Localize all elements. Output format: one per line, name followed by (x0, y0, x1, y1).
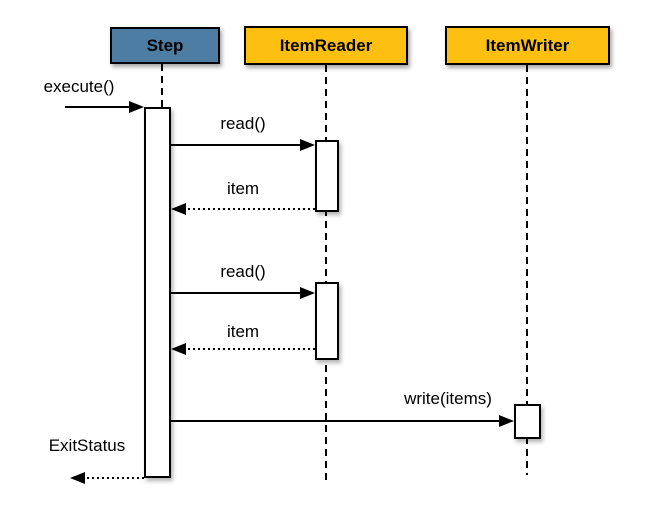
arrowhead-icon (300, 139, 315, 151)
exit-status-label: ExitStatus (48, 436, 126, 455)
item-writer-head-box: ItemWriter (445, 26, 610, 65)
item-reader-activation-bar-2 (315, 282, 339, 360)
item-reader-lifeline (325, 65, 327, 483)
item-reader-head-box: ItemReader (244, 26, 408, 65)
write-items-label: write(items) (404, 389, 492, 408)
read-2-arrow (171, 287, 315, 299)
step-head-label: Step (146, 35, 184, 55)
arrowhead-icon (171, 343, 186, 355)
item-2-return-arrow-line (183, 348, 315, 350)
arrowhead-icon (70, 472, 85, 484)
item-writer-activation-bar (514, 404, 541, 439)
arrowhead-icon (300, 287, 315, 299)
arrowhead-icon (499, 415, 514, 427)
item-2-return-arrow (171, 343, 315, 355)
arrowhead-icon (129, 101, 144, 113)
arrowhead-icon (171, 203, 186, 215)
write-items-arrow (171, 415, 514, 427)
step-activation-bar (144, 107, 171, 478)
exit-status-return-arrow (70, 472, 144, 484)
read-2-arrow-line (171, 292, 303, 294)
item-2-label: item (226, 322, 260, 341)
execute-label: execute() (43, 77, 115, 96)
step-head-box: Step (110, 27, 220, 64)
item-reader-activation-bar-1 (315, 140, 339, 212)
exit-status-return-arrow-line (82, 477, 144, 479)
step-lifeline (161, 64, 163, 107)
execute-arrow (65, 101, 144, 113)
item-1-return-arrow-line (183, 208, 315, 210)
execute-arrow-line (65, 106, 132, 108)
read-1-arrow (171, 139, 315, 151)
read-1-arrow-line (171, 144, 303, 146)
item-1-label: item (226, 179, 260, 198)
write-items-arrow-line (171, 420, 502, 422)
read-2-label: read() (220, 262, 266, 281)
item-1-return-arrow (171, 203, 315, 215)
read-1-label: read() (220, 114, 266, 133)
item-reader-head-label: ItemReader (279, 35, 373, 55)
item-writer-lifeline (526, 65, 528, 475)
item-writer-head-label: ItemWriter (485, 35, 570, 55)
